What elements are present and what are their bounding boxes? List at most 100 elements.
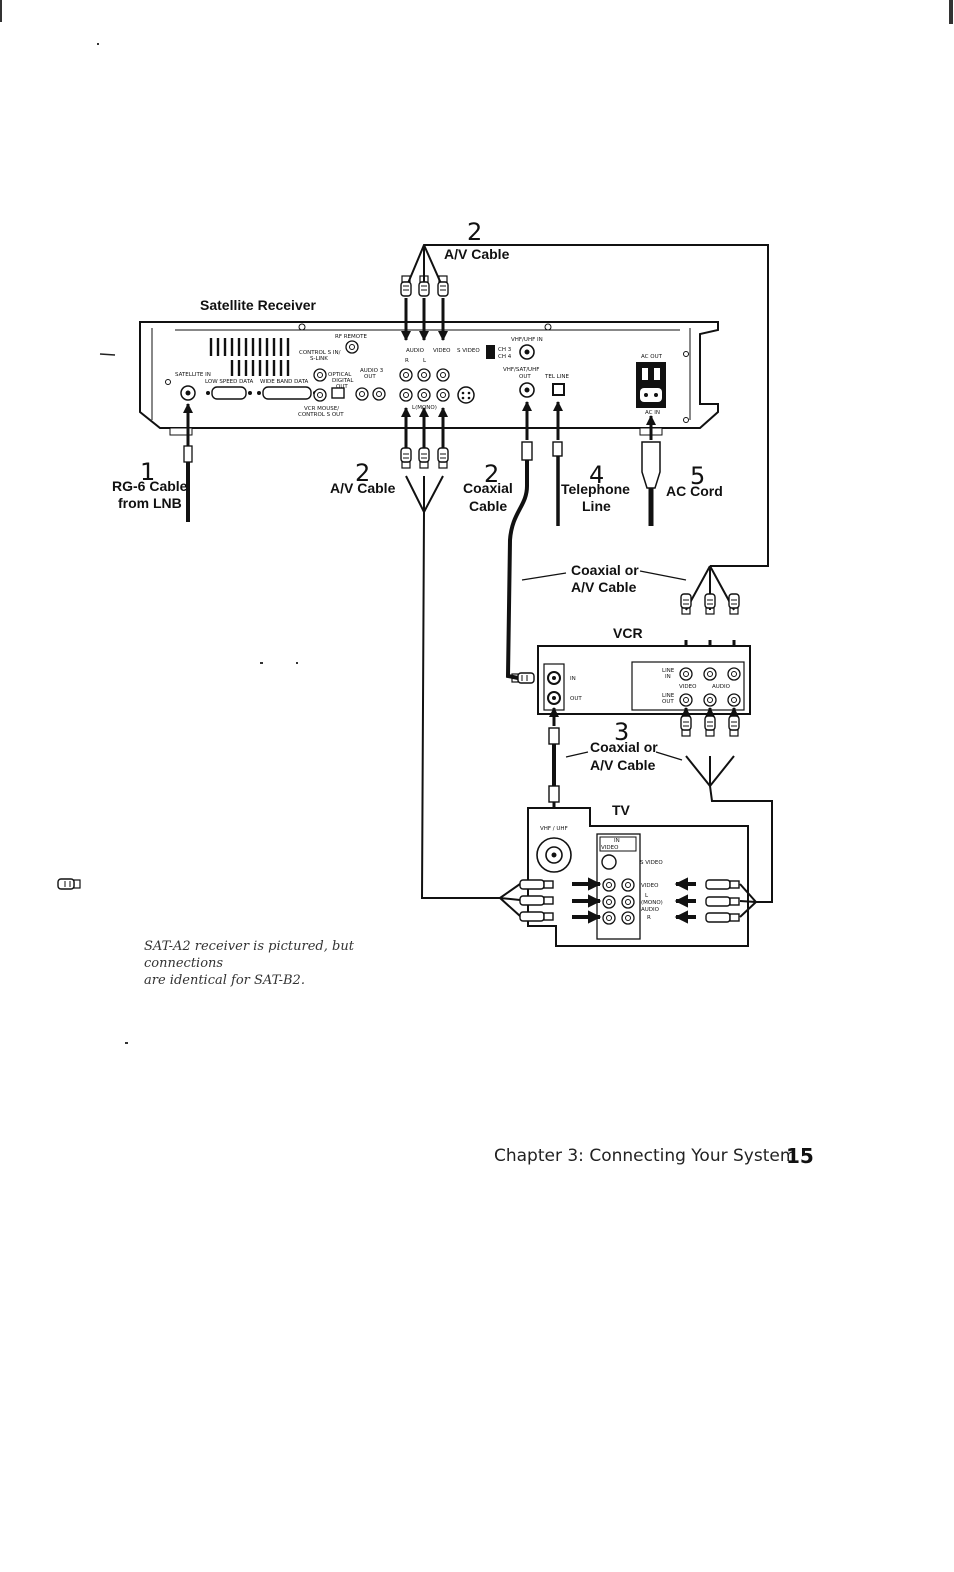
vcr-video-label: VIDEO — [679, 684, 697, 690]
svg-text:1: 1 — [140, 458, 155, 486]
chapter-footer: Chapter 3: Connecting Your System — [494, 1146, 797, 1166]
label-l: L — [423, 358, 427, 364]
tel-line-port — [552, 383, 565, 396]
callout-2-coax-line2: Cable — [469, 498, 507, 514]
ac-outlet — [636, 362, 666, 408]
tv-s-video-port — [601, 854, 617, 870]
label-vhf-uhf-in: VHF/UHF IN — [511, 337, 543, 343]
dust-speck — [260, 662, 263, 664]
label-digital: DIGITAL — [332, 378, 354, 384]
receiver-title: Satellite Receiver — [200, 297, 317, 313]
scan-edge-mark-right — [949, 0, 953, 24]
vcr-line-out-audio-l-jack — [703, 693, 717, 707]
vcr-line-out-label-2: OUT — [662, 699, 674, 705]
tv-audio-label: AUDIO — [641, 907, 660, 913]
vcr-line-out-video-jack — [679, 693, 693, 707]
coaxial-cable — [505, 400, 535, 684]
callout-1: 1 RG-6 Cable from LNB — [112, 458, 188, 511]
label-control-s-out: CONTROL S OUT — [298, 412, 344, 418]
ch-switch — [486, 345, 495, 359]
label-low-speed-data: LOW SPEED DATA — [205, 379, 254, 385]
tv-audio-l-jack-1 — [602, 895, 616, 909]
caption-line2: are identical for SAT-B2. — [144, 973, 305, 988]
tv-in-video-label: VIDEO — [601, 845, 619, 851]
label-audio3-out: OUT — [364, 374, 376, 380]
vcr-line-in-label-2: IN — [665, 674, 671, 680]
av-cable-top — [400, 244, 769, 567]
label-rf-remote: RF REMOTE — [335, 334, 367, 340]
page-number: 15 — [786, 1144, 814, 1168]
callout-vcr-in-line1: Coaxial or — [571, 562, 639, 578]
svg-text:2: 2 — [467, 218, 482, 246]
vent-slots — [209, 338, 290, 376]
telephone-line — [552, 400, 564, 526]
vhf-uhf-in-port — [519, 344, 535, 360]
callout-2-left: 2 A/V Cable — [330, 459, 396, 496]
callout-2-coax: 2 Coaxial Cable — [463, 460, 513, 514]
label-ac-out: AC OUT — [641, 354, 663, 360]
audio3-r-jack — [355, 387, 369, 401]
vcr-out-label: OUT — [570, 696, 582, 702]
svg-text:5: 5 — [690, 462, 705, 490]
tv-audio-l-jack-2 — [621, 895, 635, 909]
tv-vhf-uhf-port — [536, 837, 572, 873]
callout-1-line1: RG-6 Cable — [112, 478, 188, 494]
vcr-line-in-audio-l-jack — [703, 667, 717, 681]
label-ch3: CH 3 — [498, 347, 512, 353]
stray-mark — [99, 353, 116, 356]
caption-line1: SAT-A2 receiver is pictured, but connect… — [144, 939, 354, 971]
label-vcr-mouse: VCR MOUSE/ — [304, 406, 339, 412]
tv: TV VHF / UHF IN VIDEO S VIDEO VIDEO L (M… — [527, 802, 749, 947]
vcr-mouse-jack — [313, 388, 327, 402]
vcr-line-in-audio-r-jack — [727, 667, 741, 681]
low-speed-data-port — [206, 386, 252, 400]
callout-2-top-label: A/V Cable — [444, 246, 510, 262]
tv-audio-r-jack-2 — [621, 911, 635, 925]
label-satellite-in: SATELLITE IN — [175, 372, 211, 378]
callout-vcr-in-line2: A/V Cable — [571, 579, 637, 595]
vcr-in-port — [547, 671, 561, 685]
av-cable-left — [400, 406, 500, 899]
tv-right-av-plugs — [674, 877, 772, 924]
callout-2-left-label: A/V Cable — [330, 480, 396, 496]
svg-text:3: 3 — [614, 718, 629, 746]
satellite-receiver: Satellite Receiver RF REMOTE CONTROL S — [139, 297, 719, 436]
vcr-line-in-label-1: LINE — [662, 668, 675, 674]
tv-title: TV — [612, 802, 631, 818]
label-ch4: CH 4 — [498, 354, 512, 360]
label-s-link: S-LINK — [310, 356, 328, 362]
audio-r-in-jack — [399, 368, 413, 382]
vcr-title: VCR — [613, 625, 643, 641]
optical-jack — [313, 368, 327, 382]
svg-text:2: 2 — [484, 460, 499, 488]
ac-cord — [641, 414, 661, 526]
tv-r-label: R — [647, 915, 651, 921]
callout-3-line1: Coaxial or — [590, 739, 658, 755]
figure-caption: SAT-A2 receiver is pictured, but connect… — [144, 938, 424, 989]
callout-3-line2: A/V Cable — [590, 757, 656, 773]
label-vhf-out: OUT — [519, 374, 531, 380]
callout-3: 3 Coaxial or A/V Cable — [590, 718, 658, 773]
vcr-in-label: IN — [570, 676, 576, 682]
video-in-jack — [436, 368, 450, 382]
rf-remote-jack — [345, 340, 359, 354]
digital-out-port — [331, 387, 345, 399]
tv-audio-r-jack-1 — [602, 911, 616, 925]
tv-s-video-label: S VIDEO — [640, 860, 663, 866]
label-digital-out: OUT — [336, 384, 348, 390]
callout-5: 5 AC Cord — [666, 462, 723, 499]
label-audio: AUDIO — [406, 348, 425, 354]
tv-left-av-plugs — [57, 877, 602, 924]
callout-2-top: 2 A/V Cable — [444, 218, 510, 262]
tv-in-label: IN — [614, 838, 620, 844]
vcr: VCR IN OUT LINE IN VIDEO AUDIO LINE OUT — [537, 625, 751, 715]
audio-l-in-jack — [417, 368, 431, 382]
tv-l-label: L — [645, 893, 649, 899]
tv-vhf-uhf-label: VHF / UHF — [540, 826, 568, 832]
vhf-sat-uhf-out-port — [519, 382, 535, 398]
wide-band-data-port — [257, 386, 317, 400]
tv-video-jack-2 — [621, 878, 635, 892]
callout-1-line2: from LNB — [118, 495, 182, 511]
label-optical: OPTICAL — [328, 372, 352, 378]
